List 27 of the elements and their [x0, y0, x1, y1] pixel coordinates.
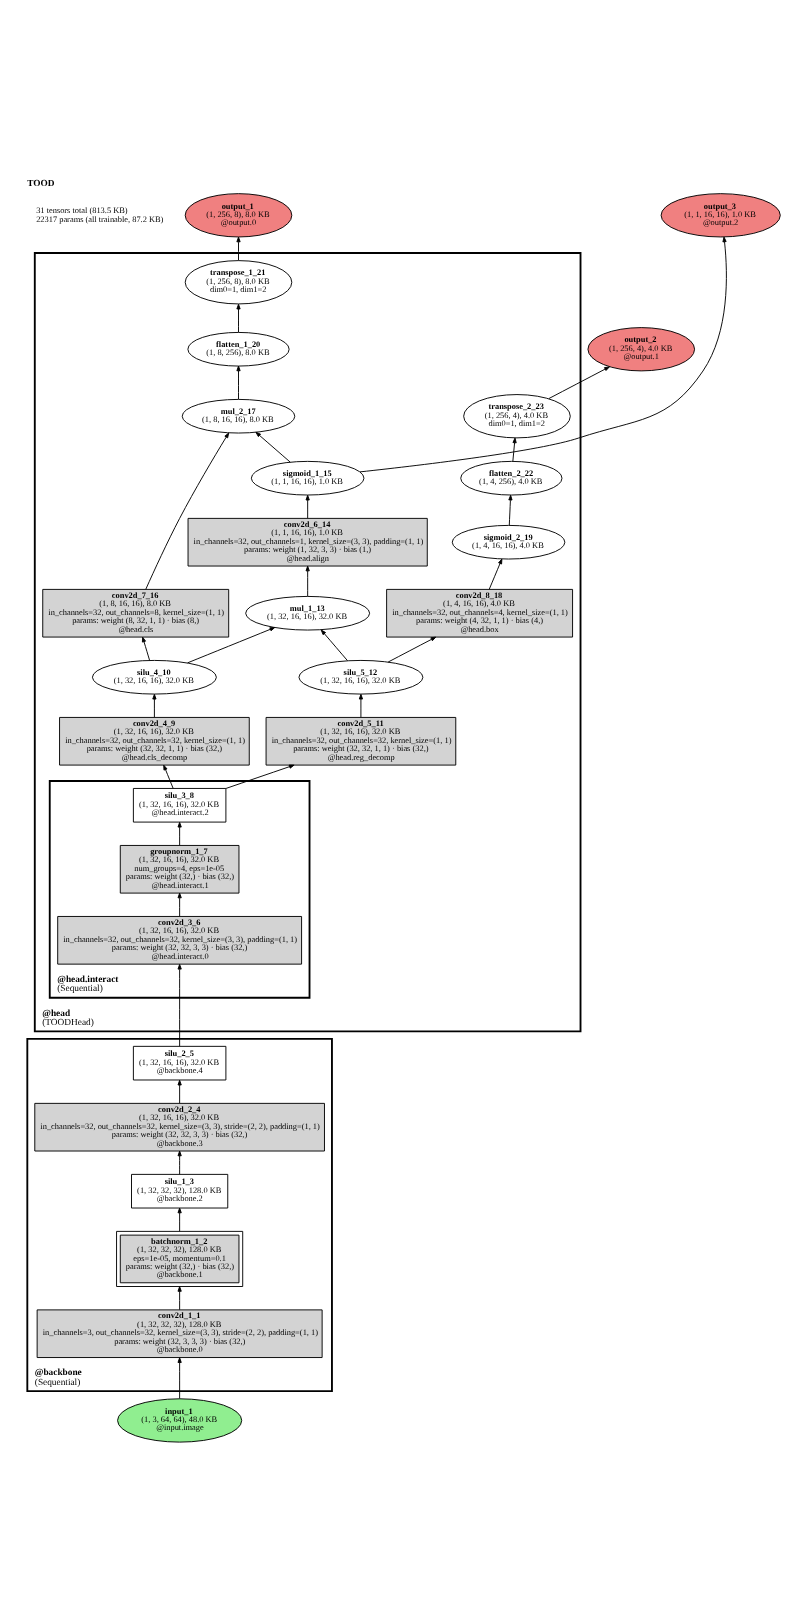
arrow: [305, 564, 310, 596]
arrow: [177, 962, 182, 1046]
arrow: [512, 436, 517, 461]
arrow: [177, 1356, 182, 1398]
arrow: [177, 1078, 182, 1103]
arrow: [177, 891, 182, 916]
arrow: [177, 1149, 182, 1174]
arrow: [141, 635, 151, 660]
arrow: [177, 1206, 182, 1231]
arrow: [163, 763, 174, 788]
arrow: [177, 820, 182, 845]
arrow: [236, 235, 241, 260]
arrow: [305, 493, 310, 518]
arrow: [488, 557, 503, 589]
arrow: [508, 493, 513, 525]
arrow: [387, 635, 437, 662]
arrow: [358, 692, 364, 717]
arrow: [359, 235, 727, 472]
arrow: [177, 1285, 182, 1310]
arrow: [236, 302, 241, 332]
arrow: [236, 364, 241, 399]
arrow: [255, 430, 291, 462]
arrow: [145, 431, 230, 589]
arrow: [187, 626, 276, 663]
arrow: [320, 628, 348, 661]
arrow: [152, 692, 157, 717]
arrow: [548, 365, 610, 398]
